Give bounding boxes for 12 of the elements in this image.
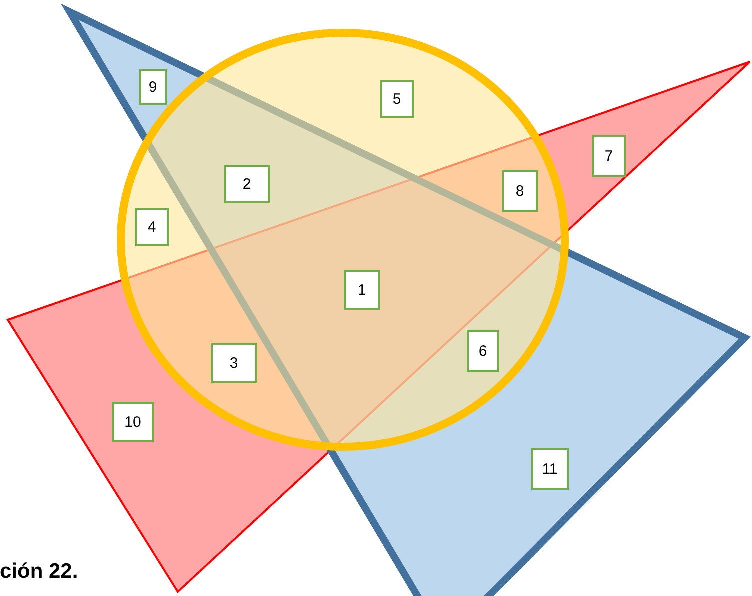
number-box: 3 — [211, 343, 257, 383]
number-box: 5 — [380, 80, 414, 118]
number-box: 1 — [344, 270, 380, 310]
number-box: 2 — [224, 165, 270, 203]
figure-caption: ción 22. — [0, 560, 78, 584]
number-box: 7 — [592, 135, 626, 177]
number-box: 10 — [112, 402, 154, 442]
number-box: 9 — [139, 69, 167, 105]
number-box: 6 — [467, 330, 499, 372]
number-box: 8 — [502, 170, 538, 212]
number-box: 11 — [531, 448, 569, 490]
number-box: 4 — [135, 208, 169, 246]
